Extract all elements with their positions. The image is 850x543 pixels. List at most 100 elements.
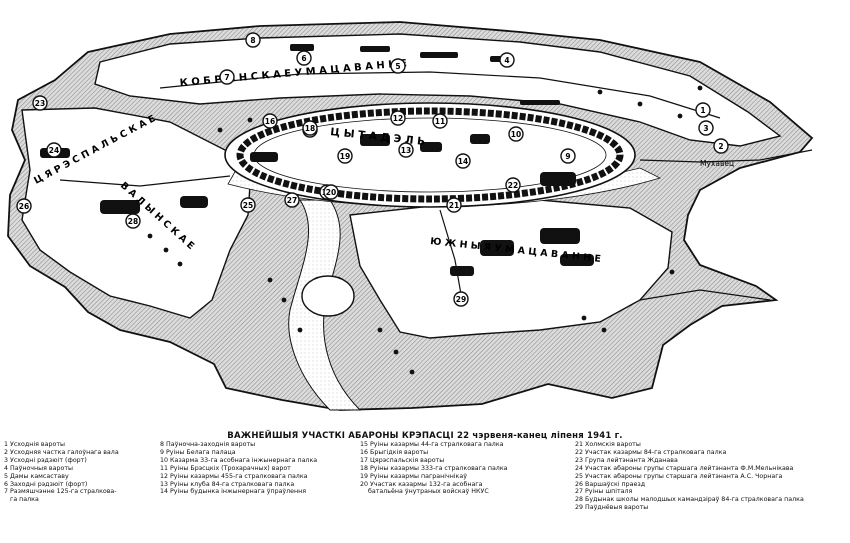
marker-circle	[508, 126, 524, 142]
marker-number: 3	[703, 124, 708, 133]
legend-item: 13 Руіны клуба 84-га стралковага палка	[160, 480, 295, 488]
legend-item: 9 Руіны Белага палаца	[160, 448, 236, 456]
marker-number: 7	[224, 73, 229, 82]
road-north	[159, 71, 721, 119]
road-east	[639, 149, 813, 163]
marker-number: 28	[128, 217, 138, 226]
legend-item: 18 Руіны казармы 333-га стралковага палк…	[360, 464, 508, 472]
defense-pins	[147, 85, 703, 375]
map-caption: ВАЖНЕЙШЫЯ УЧАСТКІ АБАРОНЫ КРЭПАСЦІ 22 чэ…	[227, 431, 623, 441]
marker-number: 16	[265, 117, 275, 126]
marker-circle	[453, 291, 469, 307]
map-markers: 1234567891011121314151617181920212223242…	[16, 32, 729, 307]
road-south	[439, 209, 463, 301]
legend-item: батальёна ўнутраных войскаў НКУС	[360, 488, 489, 496]
legend-item: 16 Брыгідкія вароты	[360, 448, 429, 456]
legend-item: 6 Заходні рэдзюіт (форт)	[4, 480, 88, 488]
legend-item: 2 Усходняя частка галоўнага вала	[4, 448, 119, 456]
legend-item: 25 Участак абароны групы старшага лейтэн…	[575, 472, 783, 480]
marker-circle	[390, 110, 406, 126]
marker-circle	[219, 69, 235, 85]
legend-item: 20 Участак казармы 132-га асобнага	[360, 480, 483, 488]
road-south-east	[639, 289, 771, 301]
marker-number: 29	[456, 295, 466, 304]
marker-number: 1	[700, 106, 705, 115]
marker-number: 2	[718, 142, 723, 151]
road-label: Мухавец	[700, 159, 734, 168]
marker-circle	[337, 148, 353, 164]
legend-item: 12 Руіны казармы 455-га стралковага палк…	[160, 472, 308, 480]
legend-item: 10 Казарма 33-га асобнага інжынернага па…	[160, 456, 318, 464]
marker-circle	[505, 177, 521, 193]
marker-number: 10	[511, 130, 521, 139]
legend-item: 15 Руіны казармы 44-га стралковага палка	[360, 441, 504, 448]
marker-number: 24	[49, 146, 59, 155]
marker-number: 14	[458, 157, 468, 166]
legend-item: 14 Руіны будынка інжынернага ўпраўлення	[160, 488, 307, 496]
marker-number: 12	[393, 114, 403, 123]
legend-item: 24 Участак абароны групы старшага лейтэн…	[575, 464, 794, 472]
marker-number: 13	[401, 146, 411, 155]
marker-circle	[302, 120, 318, 136]
south-island	[349, 199, 673, 339]
marker-number: 8	[250, 36, 255, 45]
legend-item: 11 Руіны Брэсцкіх (Трохарачных) варот	[160, 464, 291, 472]
fortress-map: К О Б Р Ы Н С К А Е У М А Ц А В А Н Н Е …	[7, 21, 814, 411]
marker-circle	[46, 142, 62, 158]
legend-item: 23 Група лейтэнанта Жданава	[575, 456, 678, 464]
marker-circle	[16, 198, 32, 214]
road-west	[59, 175, 231, 187]
marker-number: 22	[508, 181, 518, 190]
marker-circle	[455, 153, 471, 169]
marker-circle	[390, 58, 406, 74]
marker-circle	[296, 50, 312, 66]
marker-number: 6	[301, 54, 306, 63]
legend-item: га палка	[4, 496, 39, 504]
legend-item: 29 Паўднёвыя вароты	[575, 504, 649, 512]
marker-circle	[125, 213, 141, 229]
marker-number: 5	[395, 62, 400, 71]
marker-number: 26	[19, 202, 29, 211]
marker-circle	[323, 184, 339, 200]
marker-number: 21	[449, 201, 459, 210]
marker-number: 27	[287, 196, 297, 205]
marker-number: 18	[305, 124, 315, 133]
marker-number: 20	[326, 188, 336, 197]
legend-item: 4 Паўночныя вароты	[4, 464, 73, 472]
marker-number: 25	[243, 201, 253, 210]
marker-circle	[698, 120, 714, 136]
legend-item: 27 Руіны шпіталя	[575, 488, 633, 496]
marker-circle	[499, 52, 515, 68]
citadel-barracks-ring	[236, 107, 624, 203]
legend-item: 28 Будынак школы малодшых камандзіраў 84…	[575, 496, 804, 504]
marker-circle	[432, 113, 448, 129]
marker-circle	[284, 192, 300, 208]
marker-circle	[398, 142, 414, 158]
marker-circle	[262, 113, 278, 129]
marker-number: 4	[504, 56, 509, 65]
marker-circle	[446, 197, 462, 213]
legend-item: 21 Холмскія вароты	[575, 441, 641, 448]
legend-item: 17 Цярэспальскія вароты	[360, 456, 445, 464]
marker-number: 23	[35, 99, 45, 108]
hospital-island	[301, 275, 355, 317]
marker-circle	[695, 102, 711, 118]
marker-number: 19	[340, 152, 350, 161]
marker-circle	[240, 197, 256, 213]
marker-circle	[32, 95, 48, 111]
marker-number: 11	[435, 117, 445, 126]
legend-item: 26 Варшаўскі праезд	[575, 480, 646, 488]
ruins	[40, 44, 594, 276]
legend-column-3: 15 Руіны казармы 44-га стралковага палка…	[360, 441, 570, 496]
marker-circle	[560, 148, 576, 164]
marker-number: 9	[565, 152, 570, 161]
legend-item: 7 Размяшчэнне 125-га стралкова-	[4, 488, 117, 496]
legend-item: 19 Руіны казармы пагранічнікаў	[360, 472, 467, 480]
marker-circle	[713, 138, 729, 154]
legend-item: 3 Усходні рэдзюіт (форт)	[4, 456, 87, 464]
marker-circle	[245, 32, 261, 48]
